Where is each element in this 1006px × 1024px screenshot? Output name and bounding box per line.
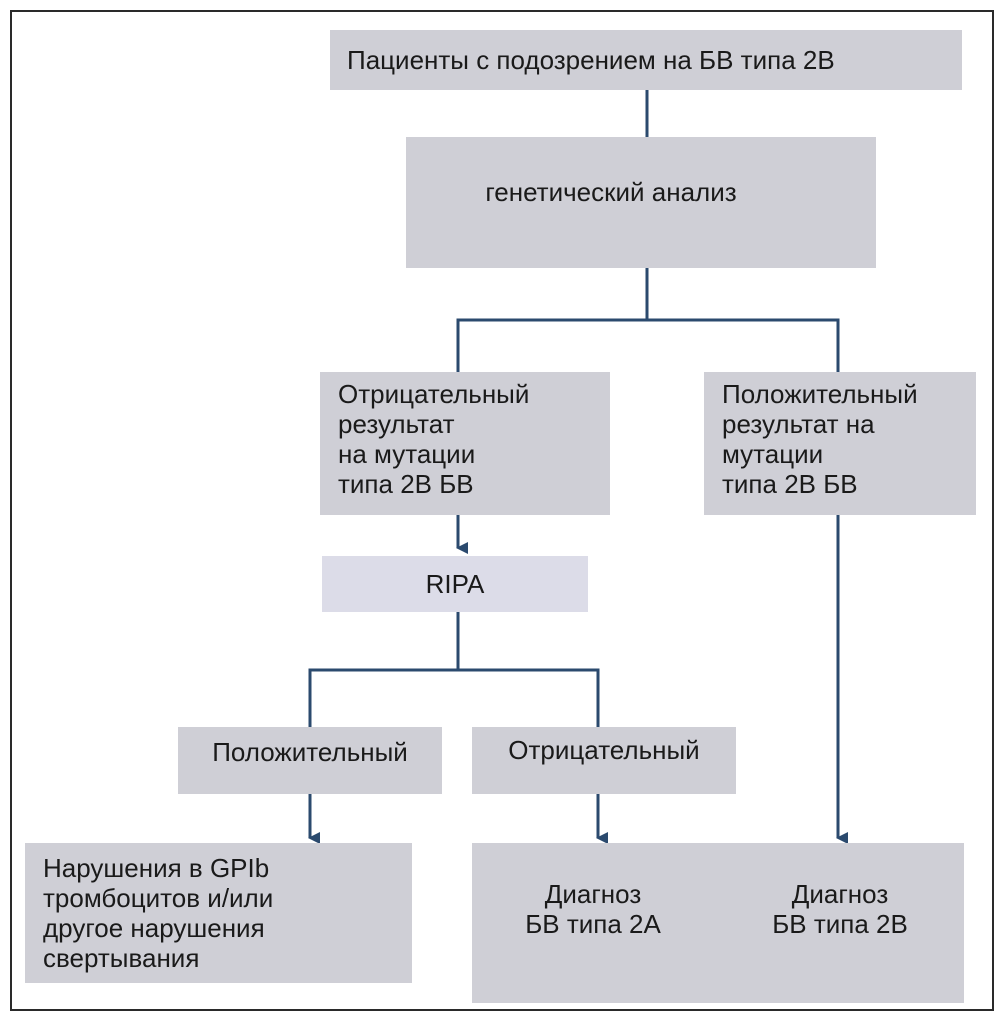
node-ripa: RIPA [322,556,588,612]
diagram-frame [10,10,994,1011]
node-diagnosis-2b: Диагноз БВ типа 2В [716,843,964,1003]
line-genetic-branch-right [647,318,840,372]
line-genetic-branch [456,268,649,372]
node-ripa-positive: Положительный [178,727,442,794]
node-gpib-disorder: Нарушения в GPIb тромбоцитов и/или друго… [25,843,412,983]
line-ripa-branch-right [458,668,600,727]
node-patients: Пациенты с подозрением на БВ типа 2В [330,30,962,90]
node-diagnosis-2a: Диагноз БВ типа 2А [472,843,722,1003]
node-positive-result: Положительный результат на мутации типа … [704,372,976,515]
line-ripa-branch [308,612,460,727]
node-genetic-analysis: генетический анализ [406,137,876,268]
node-ripa-negative: Отрицательный [472,727,736,794]
node-negative-result: Отрицательный результат на мутации типа … [320,372,610,515]
